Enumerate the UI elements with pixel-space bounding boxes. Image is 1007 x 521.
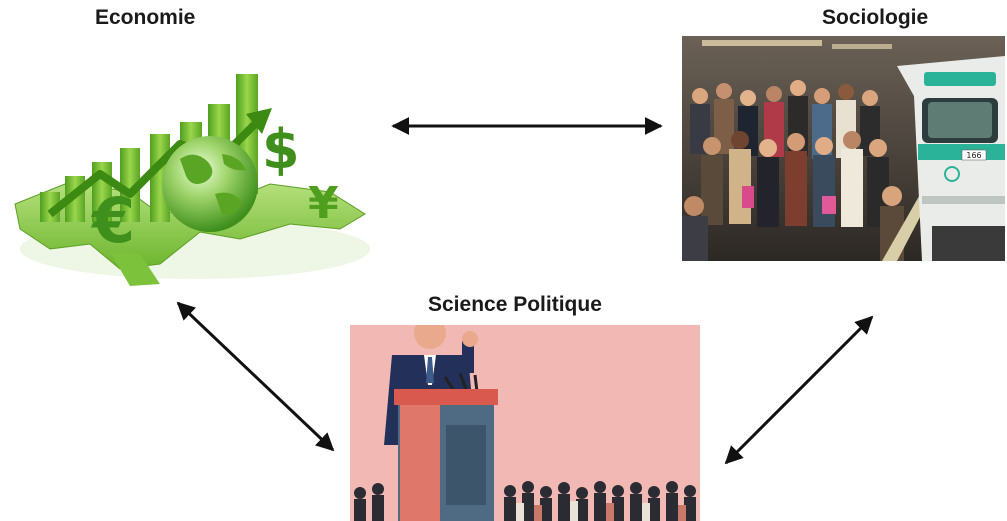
svg-text:¥: ¥ xyxy=(308,178,339,229)
sociologie-label: Sociologie xyxy=(822,6,929,29)
svg-text:$: $ xyxy=(262,118,300,181)
svg-text:€: € xyxy=(90,184,135,257)
politique-label: Science Politique xyxy=(428,293,602,316)
arrow-sociologie-politique xyxy=(724,315,874,465)
economie-label: Economie xyxy=(95,6,196,29)
arrow-economie-politique xyxy=(176,301,335,452)
politique-image xyxy=(350,325,700,521)
economie-image: € $ ¥ xyxy=(10,64,370,288)
train-number: 166 xyxy=(966,151,981,160)
sociologie-image: 166 xyxy=(682,36,1005,261)
